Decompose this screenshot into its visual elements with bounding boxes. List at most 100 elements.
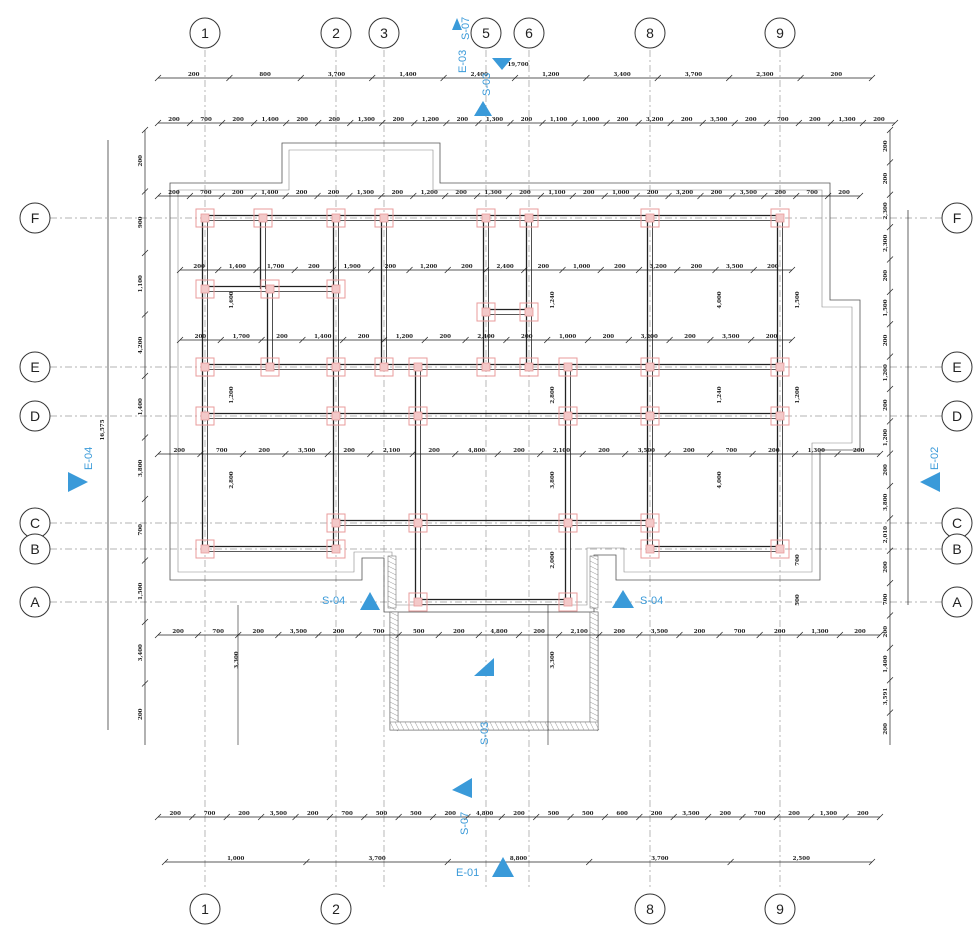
dim-tick <box>697 192 704 200</box>
hatch-stroke <box>389 641 399 647</box>
dim-row-a-label: 700 <box>373 629 385 635</box>
dim-left-label: 3,800 <box>138 459 144 476</box>
hatch-stroke <box>389 716 399 722</box>
dim-tick <box>667 119 674 127</box>
dim-top-overall-label: 3,700 <box>685 72 702 78</box>
dim-span-a-label: 1,900 <box>344 264 361 270</box>
column-box <box>519 357 539 377</box>
dim-tick <box>282 450 289 458</box>
grid-bubble-bottom-8-label: 8 <box>646 901 654 917</box>
dim-tick <box>324 450 332 458</box>
dim-span-b-label: 1,700 <box>233 334 250 340</box>
s07-top-arrow <box>452 18 462 30</box>
hatch-stroke <box>519 721 525 731</box>
dim-tick <box>253 266 260 274</box>
dim-tick <box>346 192 353 200</box>
hatch-stroke <box>589 555 599 561</box>
dim-tick <box>410 192 417 200</box>
dim-tick <box>665 192 672 200</box>
dim-span-a-label: 200 <box>385 264 397 270</box>
column-core <box>413 597 423 607</box>
grid-bubble-right-E-label: E <box>952 359 961 375</box>
dim-tick <box>886 256 894 263</box>
dim-tick <box>282 192 289 200</box>
hatch-stroke <box>389 691 399 697</box>
hatch-stroke <box>539 721 545 731</box>
grid-bubble-right-B-label: B <box>952 541 961 557</box>
dim-tick <box>868 858 876 866</box>
dim-tick <box>326 813 334 821</box>
hatch-stroke <box>594 721 600 731</box>
dim-tick <box>521 266 528 274</box>
column-core <box>200 362 210 372</box>
dim-tick <box>443 119 450 127</box>
hatch-stroke <box>454 721 460 731</box>
hatch-stroke <box>484 721 490 731</box>
column-core <box>331 544 341 554</box>
dim-span-b-label: 200 <box>684 334 696 340</box>
outer-slab-outline <box>169 142 861 613</box>
dim-tick <box>827 119 835 127</box>
dim-tick <box>664 450 671 458</box>
column-core <box>265 284 275 294</box>
dim-interior-label: 3,300 <box>234 651 240 668</box>
dim-right-label: 1,400 <box>883 655 889 672</box>
dim-top-second-label: 700 <box>777 117 789 123</box>
dim-tick <box>218 192 226 200</box>
dim-bottom-row-label: 700 <box>341 811 353 817</box>
dim-tick <box>368 74 376 82</box>
hatch-stroke <box>387 595 397 601</box>
dim-row-a-label: 3,500 <box>651 629 668 635</box>
column-core <box>379 213 389 223</box>
s04-right-arrow <box>612 590 634 608</box>
hatch-stroke <box>589 580 599 586</box>
column-core <box>413 362 423 372</box>
column-core <box>331 213 341 223</box>
column-box <box>770 357 790 377</box>
grid-bubble-left-F-label: F <box>31 210 40 226</box>
dim-span-b-label: 3,200 <box>641 334 658 340</box>
column-box <box>374 208 394 228</box>
dim-span-b-label: 200 <box>276 334 288 340</box>
dim-span-a-label: 200 <box>614 264 626 270</box>
hatch-stroke <box>389 636 399 642</box>
dim-tick <box>796 631 804 639</box>
dim-tick <box>699 119 706 127</box>
column-core <box>645 518 655 528</box>
dim-tick <box>583 74 590 82</box>
dim-tick <box>886 677 894 684</box>
dim-span-b-label: 200 <box>766 334 778 340</box>
dim-right-label: 1,500 <box>883 299 889 316</box>
column-box <box>519 302 539 322</box>
dim-row-a-label: 200 <box>694 629 706 635</box>
column-box <box>260 357 280 377</box>
dim-row-d-label: 3,500 <box>298 448 315 454</box>
column-core <box>331 362 341 372</box>
grid-bubble-top-8-label: 8 <box>646 25 654 41</box>
dim-row-d-label: 2,100 <box>383 448 400 454</box>
dim-tick <box>462 336 469 344</box>
dim-top-overall-label: 1,400 <box>399 72 416 78</box>
dim-tick <box>215 266 222 274</box>
hatch-stroke <box>589 636 599 642</box>
dim-tick <box>747 336 755 344</box>
dim-tick <box>257 813 265 821</box>
grid-bubble-bottom-2-circle <box>320 893 352 925</box>
dim-tick <box>836 631 844 639</box>
dim-right-label: 200 <box>883 173 889 185</box>
dim-tick <box>773 813 781 821</box>
dim-tick <box>154 119 162 127</box>
dim-tick <box>411 119 418 127</box>
hatch-stroke <box>387 590 397 596</box>
hatch-stroke <box>387 555 397 561</box>
dim-tick <box>707 336 714 344</box>
dim-row-a-label: 200 <box>453 629 465 635</box>
dim-tick <box>507 119 514 127</box>
hatch-stroke <box>589 696 599 702</box>
hatch-stroke <box>589 605 599 611</box>
grid-bubble-right-D-circle <box>941 400 973 432</box>
dim-tick <box>727 858 734 866</box>
dim-bottom-row-label: 200 <box>513 811 525 817</box>
grid-bubble-top-9-circle <box>764 17 796 49</box>
